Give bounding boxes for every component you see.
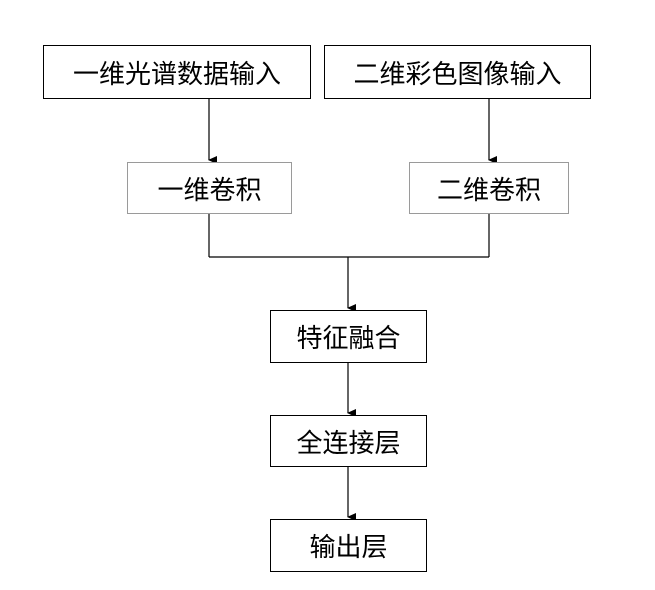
conv2d-label: 二维卷积 [436,175,541,206]
feature-fusion-label: 特征融合 [296,324,401,354]
conv1d-label: 一维卷积 [157,175,262,206]
fully-connected-label: 全连接层 [296,428,401,459]
image-input-label: 二维彩色图像输入 [353,59,562,90]
fully-connected-node: 全连接层 [270,415,427,467]
spectral-input-node: 一维光谱数据输入 [43,45,311,99]
image-input-node: 二维彩色图像输入 [324,45,591,99]
output-layer-node: 输出层 [270,519,427,572]
conv2d-node: 二维卷积 [409,162,569,214]
feature-fusion-node: 特征融合 [270,310,427,363]
conv1d-node: 一维卷积 [127,162,292,214]
output-layer-label: 输出层 [309,533,388,563]
spectral-input-label: 一维光谱数据输入 [72,59,281,90]
